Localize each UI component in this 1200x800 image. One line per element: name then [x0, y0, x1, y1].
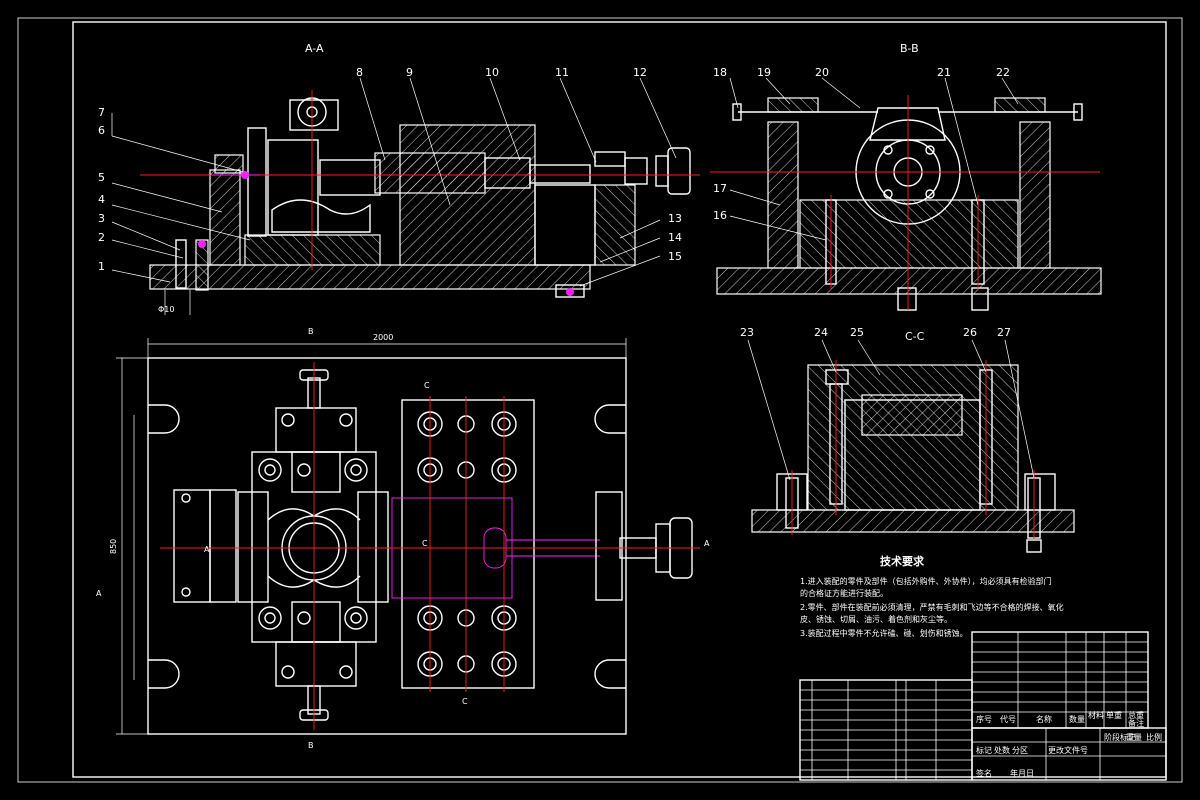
tb-header-7: 总重	[1128, 710, 1144, 720]
section-view-bb: B-B	[710, 42, 1102, 311]
tb-header-5: 材料	[1088, 710, 1104, 720]
dim-left-small: Φ10	[158, 305, 174, 314]
tb-header-1: 序号	[976, 714, 992, 724]
leaders-aa	[111, 77, 677, 287]
part-label-6: 6	[98, 124, 105, 137]
tech-title: 技术要求	[880, 554, 925, 568]
part-label-18: 18	[713, 66, 727, 79]
part-label-25: 25	[850, 326, 864, 339]
part-label-27: 27	[997, 326, 1011, 339]
title-block	[799, 631, 1167, 781]
part-label-12: 12	[633, 66, 647, 79]
part-label-5: 5	[98, 171, 105, 184]
plan-mark-b-bottom: B	[308, 741, 314, 750]
tech-line-2: 的合格证方能进行装配。	[800, 588, 888, 598]
tb-footer-4: 更改文件号	[1048, 745, 1088, 755]
tb-header-2: 代号	[1000, 714, 1016, 724]
tech-line-3: 2.零件、部件在装配前必须清理，严禁有毛刺和飞边等不合格的焊接、氧化	[800, 602, 1064, 612]
tb-footer-7: 阶段标记	[1104, 732, 1136, 742]
plan-mark-center-a: A	[204, 545, 210, 554]
part-label-22: 22	[996, 66, 1010, 79]
part-label-16: 16	[713, 209, 727, 222]
tb-footer-2: 处数	[994, 745, 1010, 755]
view-label-cc: C-C	[905, 330, 925, 343]
tech-line-4: 皮、锈蚀、切屑、油污、着色剂和灰尘等。	[800, 614, 952, 624]
tech-line-5: 3.装配过程中零件不允许磕、碰、划伤和锈蚀。	[800, 628, 968, 638]
part-label-21: 21	[937, 66, 951, 79]
tb-header-8: 备注	[1128, 718, 1144, 728]
inner-border	[72, 21, 1167, 778]
tb-footer-3: 分区	[1012, 746, 1028, 755]
outer-border	[17, 17, 1183, 783]
tb-footer-9: 比例	[1146, 732, 1162, 742]
leaders-bb	[729, 77, 1019, 241]
tb-header-4: 数量	[1069, 714, 1085, 724]
section-view-cc: C-C	[751, 330, 1075, 553]
part-label-14: 14	[668, 231, 682, 244]
tb-footer-5: 签名	[976, 768, 992, 778]
dim-height-850: 850	[109, 539, 118, 554]
part-label-9: 9	[406, 66, 413, 79]
part-label-8: 8	[356, 66, 363, 79]
part-label-10: 10	[485, 66, 499, 79]
tb-footer-8: 重量	[1126, 732, 1142, 742]
part-label-20: 20	[815, 66, 829, 79]
part-label-17: 17	[713, 182, 727, 195]
tech-line-1: 1.进入装配的零件及部件（包括外购件、外协件），均必须具有检验部门	[800, 576, 1052, 586]
part-label-13: 13	[668, 212, 682, 225]
part-label-19: 19	[757, 66, 771, 79]
part-label-7: 7	[98, 106, 105, 119]
part-label-11: 11	[555, 66, 569, 79]
plan-mark-center-c: C	[422, 539, 428, 548]
part-label-15: 15	[668, 250, 682, 263]
plan-mark-c-top: C	[424, 381, 430, 390]
part-label-26: 26	[963, 326, 977, 339]
tb-footer-1: 标记	[976, 745, 992, 755]
tb-footer-6: 年月日	[1010, 768, 1034, 778]
leaders-cc	[747, 339, 1035, 481]
part-label-4: 4	[98, 193, 105, 206]
part-label-1: 1	[98, 260, 105, 273]
view-label-aa: A-A	[305, 42, 324, 55]
section-view-aa: A-A	[140, 42, 700, 315]
plan-mark-b-top: B	[308, 327, 314, 336]
dim-width-2000: 2000	[373, 333, 393, 342]
part-label-24: 24	[814, 326, 828, 339]
part-label-3: 3	[98, 212, 105, 225]
view-label-bb: B-B	[900, 42, 919, 55]
tb-header-3: 名称	[1036, 714, 1052, 724]
plan-mark-a-right: A	[704, 539, 710, 548]
plan-mark-a-left: A	[96, 589, 102, 598]
plan-mark-c-bottom: C	[462, 697, 468, 706]
part-label-23: 23	[740, 326, 754, 339]
plan-view	[116, 338, 700, 735]
tb-header-6: 单重	[1106, 710, 1122, 720]
part-label-2: 2	[98, 231, 105, 244]
